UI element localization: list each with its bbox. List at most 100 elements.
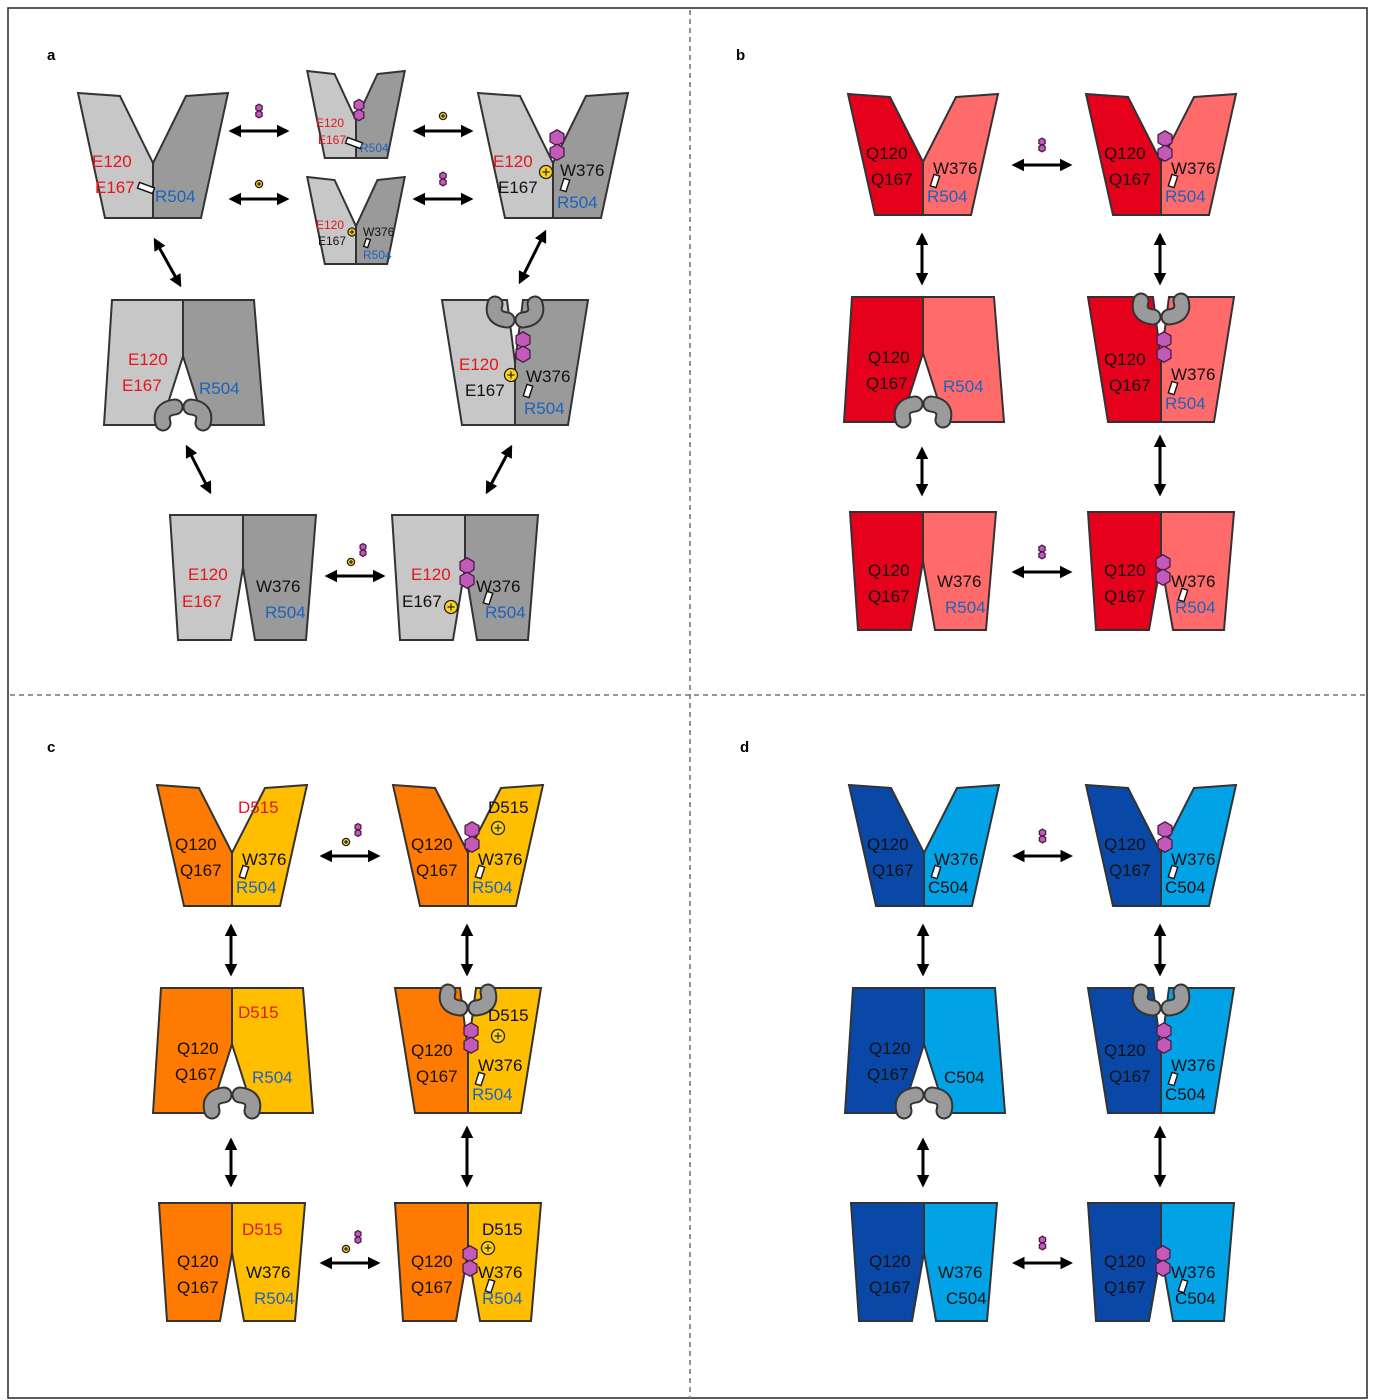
hexagon-icon: [464, 1023, 478, 1039]
residue-label: E120: [92, 152, 132, 171]
hexagon-icon: [463, 1260, 477, 1276]
gate-loop-icon: [211, 1095, 253, 1111]
residue-label: Q167: [416, 1067, 458, 1086]
hexagon-icon: [1156, 569, 1170, 585]
hexagon-icon: [460, 572, 474, 588]
hexagon-icon: [1158, 822, 1172, 838]
hexagon-icon: [460, 558, 474, 574]
double-arrow-icon: [155, 240, 180, 285]
residue-label: R504: [1175, 598, 1216, 617]
residue-label: R504: [927, 187, 968, 206]
hexagon-icon: [1039, 552, 1045, 559]
hexagon-icon: [465, 836, 479, 852]
residue-label: W376: [478, 850, 522, 869]
residue-label: R504: [485, 603, 526, 622]
residue-label: Q120: [411, 1041, 453, 1060]
residue-label: W376: [363, 225, 395, 239]
residue-label: D515: [488, 1006, 529, 1025]
residue-label: W376: [1171, 1056, 1215, 1075]
residue-label: W376: [478, 1263, 522, 1282]
hexagon-icon: [355, 830, 361, 837]
gate-loop-icon: [1140, 992, 1182, 1008]
residue-label: D515: [482, 1220, 523, 1239]
ion-circle-icon: [347, 558, 354, 565]
residue-label: Q120: [411, 1252, 453, 1271]
residue-label: D515: [242, 1220, 283, 1239]
residue-label: Q167: [866, 374, 908, 393]
residue-label: R504: [482, 1289, 523, 1308]
residue-label: Q167: [871, 170, 913, 189]
residue-label: W376: [933, 159, 977, 178]
gate-loop-icon: [903, 1095, 945, 1111]
residue-label: Q120: [1104, 1041, 1146, 1060]
residue-label: E167: [318, 234, 346, 248]
substrate-hexagon-icon: [1039, 829, 1045, 843]
substrate-hexagon-icon: [355, 824, 361, 837]
residue-label: Q120: [1104, 144, 1146, 163]
hexagon-icon: [463, 1246, 477, 1262]
hexagon-icon: [1156, 1246, 1170, 1262]
ion-circle-icon: [482, 1242, 495, 1255]
residue-label: E167: [498, 178, 538, 197]
ion-circle-icon: [342, 1245, 349, 1252]
residue-label: Q167: [872, 861, 914, 880]
residue-label: Q120: [866, 144, 908, 163]
residue-label: Q167: [868, 587, 910, 606]
residue-label: D515: [488, 798, 529, 817]
residue-label: R504: [254, 1289, 295, 1308]
residue-label: W376: [938, 1263, 982, 1282]
substrate-hexagon-icon: [256, 104, 262, 118]
hexagon-icon: [1157, 1037, 1171, 1053]
ion-circle-icon: [255, 180, 262, 187]
residue-label: Q167: [869, 1278, 911, 1297]
residue-label: W376: [478, 1056, 522, 1075]
residue-label: C504: [1175, 1289, 1216, 1308]
residue-label: Q120: [869, 1252, 911, 1271]
residue-label: E167: [318, 133, 346, 147]
hexagon-icon: [1158, 836, 1172, 852]
residue-label: Q167: [1109, 376, 1151, 395]
residue-label: R504: [199, 379, 240, 398]
hexagon-icon: [464, 1037, 478, 1053]
residue-label: R504: [1165, 394, 1206, 413]
residue-label: C504: [928, 878, 969, 897]
hexagon-icon: [550, 130, 564, 146]
hexagon-icon: [1039, 836, 1045, 843]
residue-label: E120: [493, 152, 533, 171]
hexagon-icon: [550, 144, 564, 160]
hexagon-icon: [354, 109, 364, 120]
residue-label: Q120: [411, 835, 453, 854]
residue-label: Q167: [867, 1065, 909, 1084]
residue-label: W376: [1171, 365, 1215, 384]
hexagon-icon: [1156, 555, 1170, 571]
residue-label: R504: [524, 399, 565, 418]
residue-label: R504: [265, 603, 306, 622]
hexagon-icon: [256, 111, 262, 118]
residue-label: E167: [182, 592, 222, 611]
residue-label: Q120: [177, 1252, 219, 1271]
residue-label: W376: [560, 161, 604, 180]
residue-label: Q167: [175, 1065, 217, 1084]
substrate-hexagon-icon: [1039, 1236, 1045, 1250]
gate-loop-icon: [162, 407, 204, 423]
residue-label: R504: [155, 187, 196, 206]
hexagon-icon: [1157, 332, 1171, 348]
residue-label: R504: [236, 878, 277, 897]
residue-label: Q167: [1104, 1278, 1146, 1297]
ion-circle-icon: [505, 369, 518, 382]
residue-label: R504: [943, 377, 984, 396]
residue-label: Q167: [1109, 1067, 1151, 1086]
substrate-hexagon-icon: [360, 544, 366, 557]
hexagon-icon: [516, 346, 530, 362]
double-arrow-icon: [487, 447, 511, 492]
residue-label: E167: [465, 381, 505, 400]
residue-label: Q167: [1104, 587, 1146, 606]
residue-label: E120: [188, 565, 228, 584]
residue-label: W376: [1171, 159, 1215, 178]
residue-label: Q120: [869, 1039, 911, 1058]
residue-label: C504: [1165, 878, 1206, 897]
ion-circle-icon: [348, 228, 356, 236]
panel-b-letter: b: [736, 47, 745, 64]
residue-label: Q120: [1104, 350, 1146, 369]
